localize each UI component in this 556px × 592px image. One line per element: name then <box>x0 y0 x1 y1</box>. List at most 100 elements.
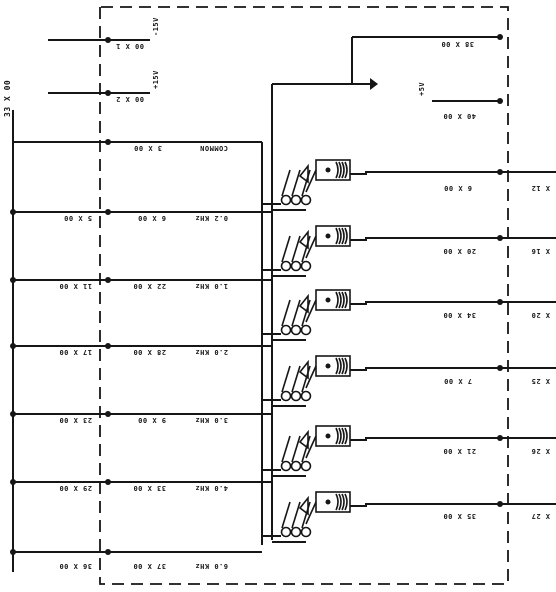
relay-coil-terminal <box>325 433 331 439</box>
range-3-left: 17 X 00 <box>59 348 92 356</box>
input-bus-label: 33 X 00 <box>3 80 12 117</box>
relay-coil-winding <box>344 427 348 445</box>
module-outline <box>99 6 509 585</box>
relay-5-connector: 21 X 00 <box>443 447 476 455</box>
relay-switch-arm <box>281 435 291 463</box>
relay-coil-winding <box>338 161 342 179</box>
top-output-connector: 38 X 00 <box>441 40 474 48</box>
range-1-left: 5 X 00 <box>64 214 92 222</box>
relay-coil-winding <box>335 161 339 179</box>
relay-2-pin: X 16 <box>531 247 550 255</box>
rail-minus-15v: 00 X 1 -15V <box>48 17 160 50</box>
range-4-mid: 9 X 00 <box>138 416 166 424</box>
range-row-3: 17 X 00 28 X 00 2.0 KHz <box>10 343 272 356</box>
relay-contact <box>300 526 312 538</box>
range-1-mid: 6 X 00 <box>138 214 166 222</box>
relay-coil-wire <box>305 235 317 259</box>
relay-switch-arm <box>291 299 301 327</box>
relay-armature <box>298 429 309 450</box>
relay-contact <box>280 460 292 472</box>
range-2-mid: 22 X 00 <box>133 282 166 290</box>
relay-6-pin: X 27 <box>531 512 550 520</box>
relay-coil-terminal <box>325 363 331 369</box>
relay-contact <box>280 390 292 402</box>
range-2-freq: 1.0 KHz <box>195 282 228 290</box>
relay-coil-wire <box>305 169 317 193</box>
relay-switch-arm <box>281 299 291 327</box>
relay-contact <box>300 390 312 402</box>
relay-armature <box>298 293 309 314</box>
relay-output-4: 7 X 00 X 25 <box>444 377 550 385</box>
relay-contact <box>300 460 312 472</box>
supply-connector: 40 X 00 <box>443 112 476 120</box>
relay-3-connector: 34 X 00 <box>443 311 476 319</box>
relay-switch-arm <box>281 501 291 529</box>
relay-coil-winding <box>341 493 345 511</box>
relay-output-wire <box>350 237 500 241</box>
relay-6-connector: 35 X 00 <box>443 512 476 520</box>
relay-contact <box>290 526 302 538</box>
range-6-freq: 6.0 KHz <box>195 562 228 570</box>
relay-output-1: 6 X 00 X 12 <box>444 184 550 192</box>
relay-contact <box>280 324 292 336</box>
range-1-freq: 0.2 KHz <box>195 214 228 222</box>
relay-coil-winding <box>335 357 339 375</box>
relay-output-wire <box>350 301 500 305</box>
relay-contact <box>280 194 292 206</box>
relay-4-pin: X 25 <box>531 377 550 385</box>
relay-coil-wire <box>305 299 317 323</box>
relay-contact <box>300 260 312 272</box>
range-5-left: 29 X 00 <box>59 484 92 492</box>
relay-coil-terminal <box>325 297 331 303</box>
relay-contact <box>290 390 302 402</box>
relay-contact <box>290 260 302 272</box>
range-row-5: 29 X 00 33 X 00 4.0 KHz <box>10 479 272 492</box>
range-6-mid: 37 X 00 <box>133 562 166 570</box>
relay-contact <box>280 260 292 272</box>
relay-3 <box>262 289 556 341</box>
relay-coil-winding <box>344 227 348 245</box>
relay-coil-winding <box>344 357 348 375</box>
relay-output-wire <box>350 171 500 175</box>
relay-output-wire <box>350 503 500 507</box>
range-2-left: 11 X 00 <box>59 282 92 290</box>
relay-coil-winding <box>341 161 345 179</box>
relay-coil-wire <box>305 435 317 459</box>
relay-coil-winding <box>344 291 348 309</box>
relay-coil-winding <box>338 291 342 309</box>
relay-coil-winding <box>338 493 342 511</box>
relay-4 <box>262 355 556 407</box>
relay-output-wire <box>350 367 500 371</box>
rail-plus-15v-connector: 00 X 2 <box>116 95 144 103</box>
relay-coil-winding <box>335 227 339 245</box>
range-row-2: 11 X 00 22 X 00 1.0 KHz <box>10 277 272 290</box>
relay-contact <box>280 526 292 538</box>
relay-coil-winding <box>335 291 339 309</box>
range-3-mid: 28 X 00 <box>133 348 166 356</box>
relay-output-2: 20 X 00 X 16 <box>443 247 550 255</box>
relay-coil-winding <box>341 357 345 375</box>
relay-coil-wire <box>305 501 317 525</box>
relay-output-3: 34 X 00 X 20 <box>443 311 550 319</box>
relay-output-6: 35 X 00 X 27 <box>443 512 550 520</box>
rail-minus-15v-voltage: -15V <box>152 17 160 36</box>
relay-coil-winding <box>341 427 345 445</box>
range-4-left: 23 X 00 <box>59 416 92 424</box>
relay-switch-arm <box>281 235 291 263</box>
relay-3-pin: X 20 <box>531 311 550 319</box>
relay-coil-winding <box>341 227 345 245</box>
relay-coil-winding <box>344 493 348 511</box>
relay-armature <box>298 163 309 184</box>
relay-coil-winding <box>338 227 342 245</box>
range-3-freq: 2.0 KHz <box>195 348 228 356</box>
relay-switch-arm <box>281 365 291 393</box>
supply-voltage: +5V <box>418 82 426 96</box>
relay-2 <box>262 225 556 277</box>
common-line: 3 X 00 COMMON <box>13 139 263 545</box>
relay-armature <box>298 359 309 380</box>
supply-bus: 38 X 00 40 X 00 +5V <box>271 34 503 540</box>
relay-coil-winding <box>335 427 339 445</box>
relay-switch-arm <box>281 169 291 197</box>
